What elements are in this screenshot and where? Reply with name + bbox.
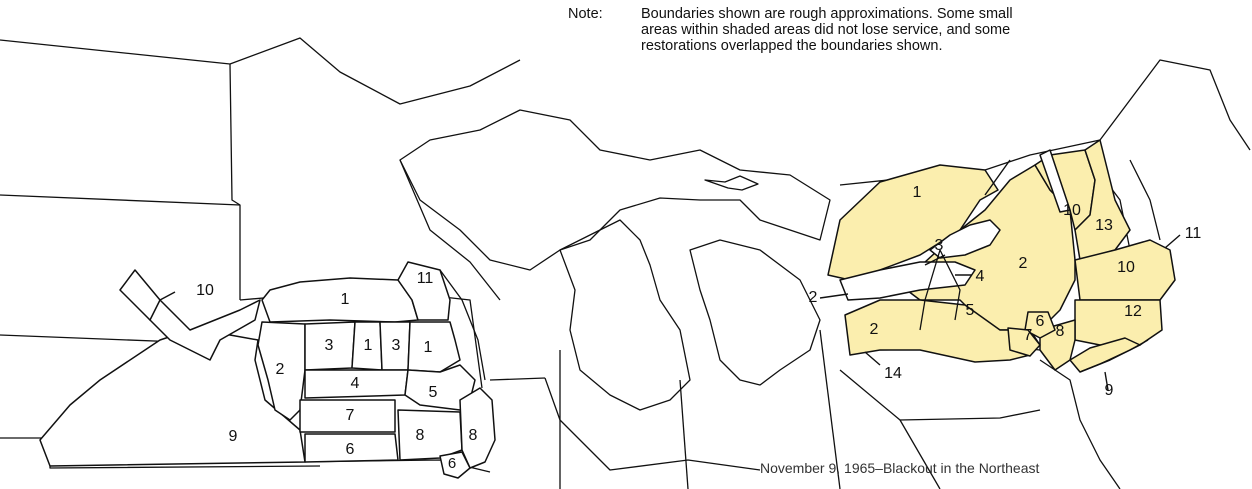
east-zone-7 bbox=[1007, 327, 1041, 357]
east-label-2-lower: 2 bbox=[870, 321, 879, 338]
northeast-zones bbox=[827, 139, 1176, 373]
long-island bbox=[1079, 339, 1149, 373]
us-canada-border-west bbox=[0, 37, 521, 105]
border-in-oh bbox=[679, 379, 689, 489]
arrow-east-2-left bbox=[819, 293, 849, 299]
border-sd-ne bbox=[0, 334, 181, 343]
west-label-11: 11 bbox=[417, 270, 434, 287]
border-nd-sd bbox=[0, 194, 241, 206]
west-label-1c: 1 bbox=[424, 339, 433, 356]
note-prefix: Note: bbox=[568, 6, 603, 22]
east-label-5: 5 bbox=[966, 302, 975, 319]
west-label-6: 6 bbox=[346, 441, 355, 458]
arrow-east-3 bbox=[924, 254, 946, 266]
border-nh-me bbox=[1129, 159, 1161, 241]
west-zone-6b bbox=[439, 451, 471, 479]
east-label-6: 6 bbox=[1036, 313, 1045, 330]
west-labels: 1 11 10 2 3 1 3 1 4 5 7 8 8 6 6 9 bbox=[196, 270, 477, 472]
west-label-10: 10 bbox=[196, 282, 214, 299]
west-zone-10-stem bbox=[119, 269, 161, 321]
lake-superior-shore bbox=[399, 109, 831, 271]
arrow-east-9 bbox=[1104, 371, 1109, 391]
great-lakes bbox=[399, 109, 831, 411]
west-zone-1c bbox=[407, 321, 461, 373]
lake-erie bbox=[839, 261, 976, 301]
upper-midwest-zones bbox=[39, 261, 496, 479]
west-label-8b: 8 bbox=[469, 427, 478, 444]
lake-huron-shore bbox=[689, 239, 821, 386]
west-label-5: 5 bbox=[429, 384, 438, 401]
east-label-4: 4 bbox=[976, 268, 985, 285]
border-oh-pa bbox=[819, 329, 841, 489]
west-zone-7 bbox=[299, 399, 396, 433]
east-zone-12 bbox=[1074, 299, 1163, 346]
island-royale bbox=[704, 175, 759, 191]
east-labels: 1 3 4 2 2 2 5 6 7 8 10 13 10 11 12 9 14 bbox=[809, 184, 1202, 399]
west-label-3a: 3 bbox=[325, 337, 334, 354]
border-wi-mi bbox=[399, 159, 501, 301]
callout-arrows bbox=[159, 159, 1181, 391]
east-label-2-left: 2 bbox=[809, 289, 818, 306]
east-label-3: 3 bbox=[935, 237, 944, 254]
west-zone-8 bbox=[397, 409, 463, 461]
east-label-2-main: 2 bbox=[1019, 255, 1028, 272]
border-mo-il bbox=[489, 377, 546, 381]
west-label-8: 8 bbox=[416, 427, 425, 444]
lake-michigan-shore bbox=[559, 219, 691, 411]
lake-ontario bbox=[929, 219, 1001, 259]
east-label-9: 9 bbox=[1105, 382, 1114, 399]
west-zone-6 bbox=[304, 433, 399, 463]
border-mn-west bbox=[229, 63, 241, 300]
maine-coast bbox=[1099, 59, 1251, 151]
arrow-north-border bbox=[984, 159, 1011, 196]
lake-champlain-area bbox=[1039, 149, 1071, 213]
west-label-7: 7 bbox=[346, 407, 355, 424]
west-zone-8b bbox=[459, 387, 496, 469]
west-label-1b: 1 bbox=[364, 337, 373, 354]
border-md bbox=[899, 409, 1041, 421]
east-label-11: 11 bbox=[1185, 225, 1202, 242]
west-label-9: 9 bbox=[229, 428, 238, 445]
east-label-8: 8 bbox=[1056, 323, 1065, 340]
map-caption: November 9, 1965–Blackout in the Northea… bbox=[760, 460, 1040, 476]
west-label-1-top: 1 bbox=[341, 291, 350, 308]
arrow-east-11 bbox=[1164, 234, 1181, 249]
east-label-10a: 10 bbox=[1063, 202, 1081, 219]
east-label-14: 14 bbox=[884, 365, 902, 382]
east-zone-6 bbox=[1024, 311, 1056, 339]
east-zone-2-main bbox=[899, 164, 1076, 331]
west-label-4: 4 bbox=[351, 375, 360, 392]
east-zone-9 bbox=[1069, 337, 1141, 373]
border-ky bbox=[544, 377, 761, 471]
arrow-west-10 bbox=[159, 291, 176, 301]
arrow-east-14 bbox=[864, 351, 881, 366]
east-label-1: 1 bbox=[913, 184, 922, 201]
west-label-3b: 3 bbox=[392, 337, 401, 354]
note-text: Boundaries shown are rough approximation… bbox=[641, 6, 1013, 54]
west-label-6b: 6 bbox=[448, 455, 456, 472]
east-label-7: 7 bbox=[1024, 327, 1033, 344]
east-zone-arrow-lines bbox=[919, 249, 961, 331]
west-label-2: 2 bbox=[276, 361, 285, 378]
atlantic-coast bbox=[1039, 359, 1121, 489]
east-label-13: 13 bbox=[1095, 217, 1113, 234]
east-label-12: 12 bbox=[1124, 303, 1142, 320]
east-label-10b: 10 bbox=[1117, 259, 1135, 276]
west-zone-11 bbox=[397, 261, 451, 321]
west-lakeshore-line bbox=[439, 269, 486, 381]
